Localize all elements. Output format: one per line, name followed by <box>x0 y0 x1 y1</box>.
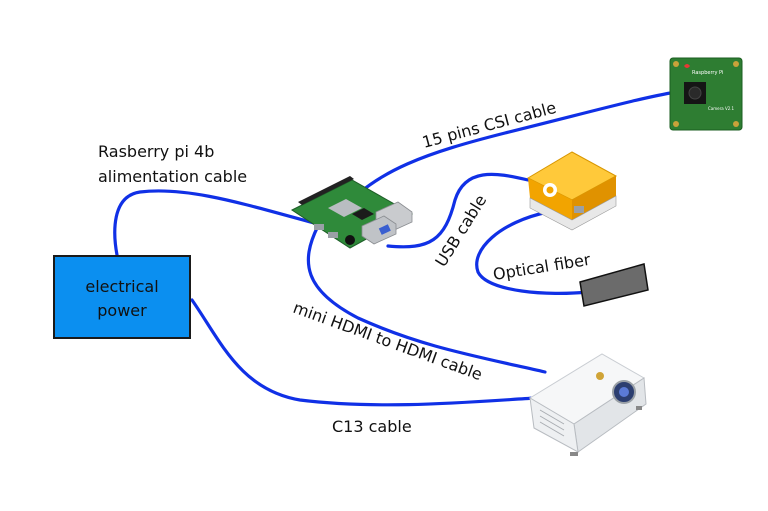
camera-text-line1: Raspberry Pi <box>692 70 723 76</box>
hdmi-cable <box>306 224 547 374</box>
electrical-power-box: electrical power <box>53 255 191 339</box>
power-label-line2: power <box>97 301 147 320</box>
projector-icon <box>529 353 647 456</box>
cables <box>113 90 678 407</box>
camera-module-icon: Raspberry Pi Camera V2.1 <box>669 57 743 131</box>
usb-cable-label: USB cable <box>431 191 490 270</box>
rpi-alimentation-cable <box>113 189 320 262</box>
optical-fiber-label: Optical fiber <box>492 250 592 284</box>
spectrometer-icon <box>526 151 618 231</box>
c13-cable <box>190 298 537 407</box>
rpi-cable-label-line1: Rasberry pi 4b <box>98 142 214 161</box>
csi-cable <box>338 90 678 214</box>
rpi-cable-label-line2: alimentation cable <box>98 167 247 186</box>
usb-cable <box>386 172 530 249</box>
camera-text-line2: Camera V2.1 <box>708 106 735 111</box>
power-label-line1: electrical <box>85 277 158 296</box>
raspberry-pi-icon <box>290 176 414 249</box>
optical-fiber-end-icon <box>579 263 649 307</box>
optical-fiber-cable <box>475 210 590 295</box>
c13-cable-label: C13 cable <box>332 417 412 436</box>
hdmi-cable-label: mini HDMI to HDMI cable <box>291 298 485 384</box>
